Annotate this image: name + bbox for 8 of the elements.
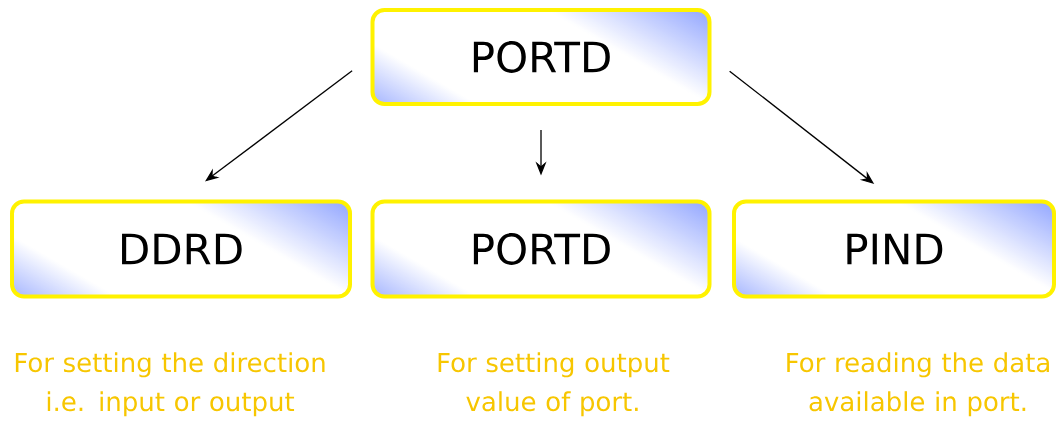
description-text: For setting the direction i.e. input or output: [15, 352, 325, 417]
arrow: [205, 70, 353, 182]
register-box: DDRD: [10, 199, 352, 299]
description-text: For setting output value of port.: [438, 352, 670, 417]
description-text: For reading the data available in port.: [787, 352, 1049, 417]
register-box: PORTD: [370, 199, 712, 299]
register-box: PIND: [732, 199, 1056, 299]
top-box: PORTD: [370, 8, 712, 106]
